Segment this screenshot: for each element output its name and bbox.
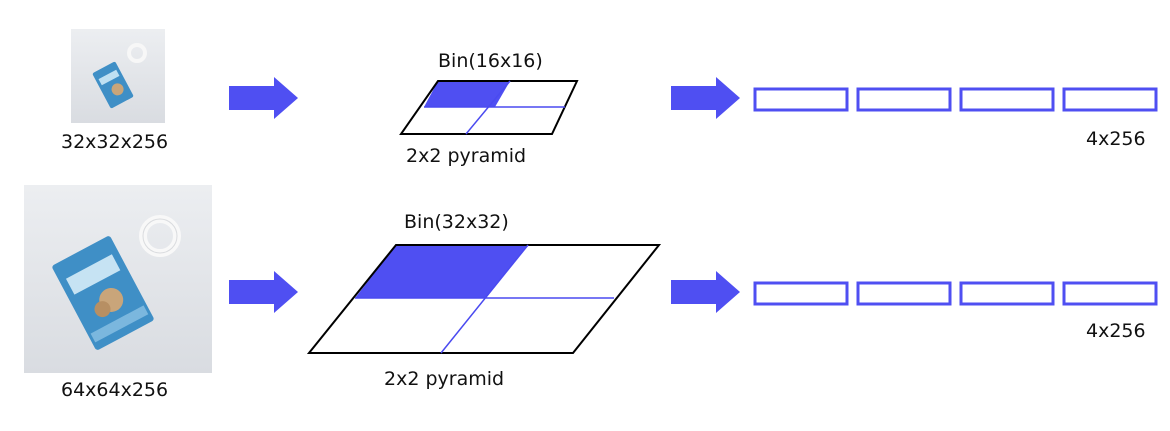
output-bin (959, 87, 1055, 112)
bin-size-label: Bin(32x32) (404, 211, 509, 233)
right-arrow-icon (229, 271, 298, 313)
output-bin (1062, 281, 1158, 306)
output-bin (753, 87, 849, 112)
output-size-label: 4x256 (1086, 128, 1146, 150)
output-bin (959, 281, 1055, 306)
right-arrow-icon (671, 77, 740, 119)
output-bin (1062, 87, 1158, 112)
output-size-label: 4x256 (1086, 320, 1146, 342)
right-arrow-icon (229, 77, 298, 119)
pyramid-grid-large (306, 244, 662, 354)
input-image-small (71, 29, 165, 123)
input-image-large (24, 185, 212, 373)
bin-size-label: Bin(16x16) (438, 50, 543, 72)
output-bins-1 (753, 87, 1158, 112)
output-bin (753, 281, 849, 306)
pyramid-label: 2x2 pyramid (384, 368, 505, 390)
input-size-label: 32x32x256 (61, 131, 169, 153)
right-arrow-icon (671, 271, 740, 313)
pyramid-label: 2x2 pyramid (406, 145, 527, 167)
output-bin (856, 281, 952, 306)
output-bins-2 (753, 281, 1158, 306)
pyramid-grid-small (399, 80, 579, 135)
output-bin (856, 87, 952, 112)
input-size-label: 64x64x256 (61, 379, 169, 401)
